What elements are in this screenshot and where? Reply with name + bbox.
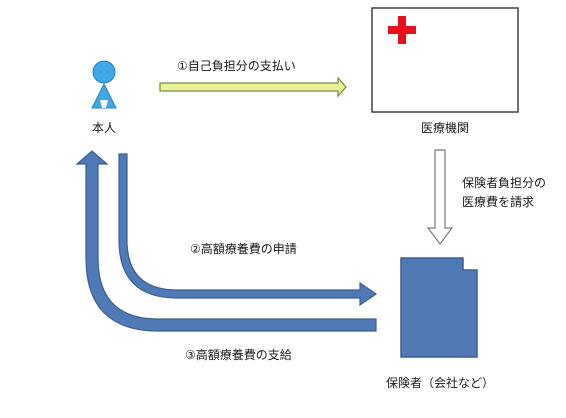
red-cross-icon — [388, 16, 416, 44]
billing-arrow — [426, 149, 454, 245]
application-arrow — [118, 153, 378, 307]
medical-institution-box — [371, 7, 519, 113]
copay-payment-label: ①自己負担分の支払い — [177, 59, 296, 73]
insurer-label: 保険者（会社など） — [385, 376, 495, 390]
high-cost-application-label: ②高額療養費の申請 — [190, 242, 297, 256]
copay-arrow — [159, 76, 347, 98]
insurer-billing-label-line2: 医療費を請求 — [462, 195, 535, 209]
insurer-billing-label-line1: 保険者負担分の — [462, 176, 547, 190]
person-icon — [91, 60, 117, 109]
person-label: 本人 — [91, 121, 117, 135]
payment-arrow — [75, 150, 377, 332]
medical-institution-label: 医療機関 — [420, 121, 470, 135]
document-icon — [400, 257, 478, 358]
high-cost-payment-label: ③高額療養費の支給 — [185, 348, 292, 362]
